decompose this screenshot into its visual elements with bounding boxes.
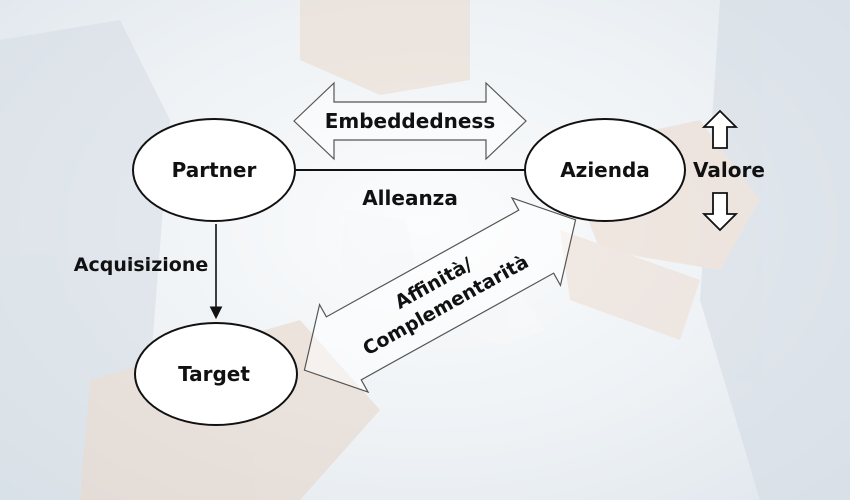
valore-label: Valore [693, 158, 765, 182]
node-azienda [524, 118, 686, 222]
node-partner-label: Partner [172, 158, 257, 182]
node-azienda-label: Azienda [560, 158, 650, 182]
arrow-up-outline-icon [701, 109, 739, 149]
embeddedness-label: Embeddedness [325, 109, 496, 133]
node-partner [132, 118, 296, 222]
node-target-label: Target [178, 362, 250, 386]
affinita-arrow [303, 196, 577, 394]
embeddedness-arrow [293, 81, 527, 161]
affinita-arrow-group: Affinità/ Complementarità [303, 196, 577, 394]
acquisizione-label: Acquisizione [74, 254, 208, 276]
arrow-down-outline-icon [701, 192, 739, 232]
alleanza-label: Alleanza [362, 186, 458, 210]
node-target [134, 322, 298, 426]
